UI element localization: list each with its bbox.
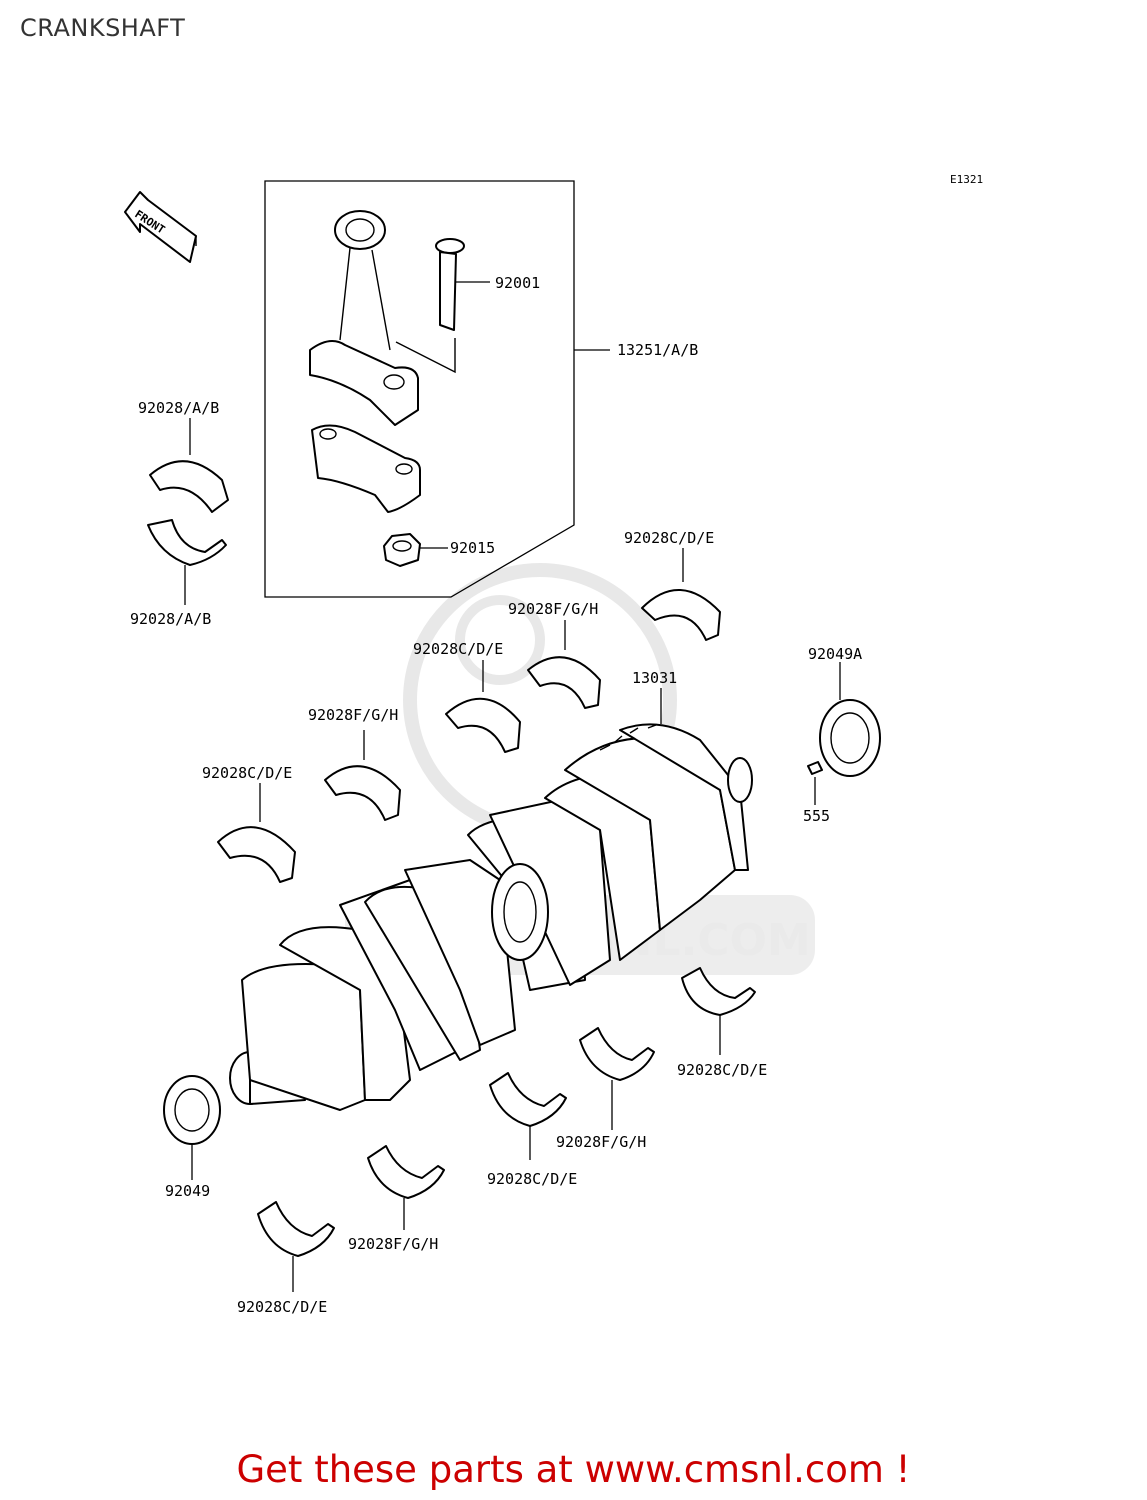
connecting-rod (309, 210, 419, 426)
label-92028fgh-4: 92028F/G/H (348, 1235, 438, 1253)
diagram-ref-code: E1321 (950, 173, 983, 186)
bearing-shell-lower-3 (489, 1072, 567, 1160)
crankshaft (229, 688, 753, 1111)
label-92049a: 92049A (808, 645, 862, 663)
bearing-shell-92028ab-bottom (147, 519, 227, 605)
label-555: 555 (803, 807, 830, 825)
label-13251: 13251/A/B (617, 341, 698, 359)
bearing-shell-lower-2 (579, 1027, 655, 1130)
label-13031: 13031 (632, 669, 677, 687)
label-92001: 92001 (495, 274, 540, 292)
bearing-shell-upper-1 (641, 548, 721, 641)
bolt-92001 (395, 238, 490, 374)
label-92028cde-4: 92028C/D/E (677, 1061, 767, 1079)
label-92028ab-top: 92028/A/B (138, 399, 219, 417)
label-92028fgh-2: 92028F/G/H (308, 706, 398, 724)
bearing-shell-upper-2 (527, 620, 601, 709)
front-arrow-icon: FRONT (124, 191, 197, 263)
bearing-shell-lower-5 (257, 1201, 335, 1292)
label-92028cde-5: 92028C/D/E (487, 1170, 577, 1188)
label-92028cde-1: 92028C/D/E (624, 529, 714, 547)
bearing-shell-upper-5 (217, 783, 296, 883)
label-92028cde-3: 92028C/D/E (202, 764, 292, 782)
conrod-assembly-box (264, 180, 610, 598)
label-92028fgh-3: 92028F/G/H (556, 1133, 646, 1151)
rod-cap (311, 424, 421, 513)
key-555 (807, 761, 823, 805)
bearing-shell-upper-3 (445, 660, 521, 753)
bearing-shell-lower-4 (367, 1145, 445, 1230)
parts-diagram: WWW.CMSNL.COM E1321 FRONT (124, 173, 983, 1316)
nut-92015 (383, 533, 448, 567)
label-92028cde-2: 92028C/D/E (413, 640, 503, 658)
label-92049: 92049 (165, 1182, 210, 1200)
footer-link[interactable]: Get these parts at www.cmsnl.com ! (236, 1448, 911, 1491)
label-92028fgh-1: 92028F/G/H (508, 600, 598, 618)
oil-seal-92049 (163, 1075, 221, 1180)
label-92028cde-6: 92028C/D/E (237, 1298, 327, 1316)
oil-seal-92049a (819, 662, 881, 777)
label-92015: 92015 (450, 539, 495, 557)
bearing-shell-92028ab-top (149, 418, 229, 513)
bearing-shell-lower-1 (681, 967, 756, 1055)
label-92028ab-bottom: 92028/A/B (130, 610, 211, 628)
page-title: CRANKSHAFT (20, 14, 186, 42)
bearing-shell-upper-4 (324, 730, 401, 821)
